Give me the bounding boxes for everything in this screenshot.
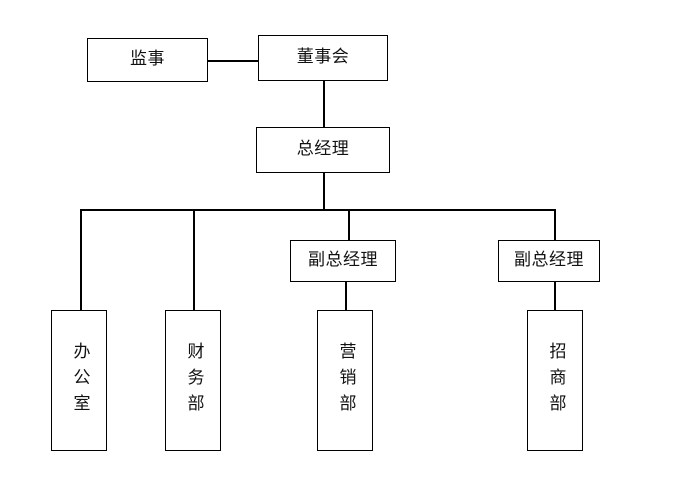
node-label-marketing-department: 营销部 — [335, 341, 356, 420]
connector-board-to-general-manager — [323, 81, 325, 127]
node-label-supervisor: 监事 — [130, 49, 165, 70]
connector-bus-to-deputy-2 — [554, 209, 556, 240]
connector-general-manager-to-bus — [323, 173, 325, 210]
connector-deputy-2-to-investment — [554, 282, 556, 310]
node-label-office: 办公室 — [69, 341, 90, 420]
node-label-investment-department: 招商部 — [545, 341, 566, 420]
connector-bus-to-finance — [193, 209, 195, 310]
connector-distribution-bus — [80, 209, 555, 211]
node-label-board: 董事会 — [296, 47, 350, 68]
node-label-deputy-manager-2: 副总经理 — [514, 250, 584, 271]
node-deputy-manager-2[interactable]: 副总经理 — [498, 240, 600, 282]
node-supervisor[interactable]: 监事 — [87, 38, 208, 82]
connector-bus-to-office — [80, 209, 82, 310]
node-general-manager[interactable]: 总经理 — [256, 127, 390, 173]
connector-bus-to-deputy-1 — [348, 209, 350, 240]
connector-supervisor-to-board — [208, 60, 258, 62]
connector-deputy-1-to-marketing — [345, 282, 347, 310]
node-deputy-manager-1[interactable]: 副总经理 — [290, 240, 396, 282]
node-marketing-department[interactable]: 营销部 — [317, 310, 373, 451]
node-finance-department[interactable]: 财务部 — [165, 310, 221, 451]
node-board[interactable]: 董事会 — [258, 35, 388, 81]
node-label-general-manager: 总经理 — [296, 139, 350, 160]
node-label-finance-department: 财务部 — [183, 341, 204, 420]
node-investment-department[interactable]: 招商部 — [527, 310, 583, 451]
node-label-deputy-manager-1: 副总经理 — [308, 250, 378, 271]
node-office[interactable]: 办公室 — [51, 310, 107, 451]
